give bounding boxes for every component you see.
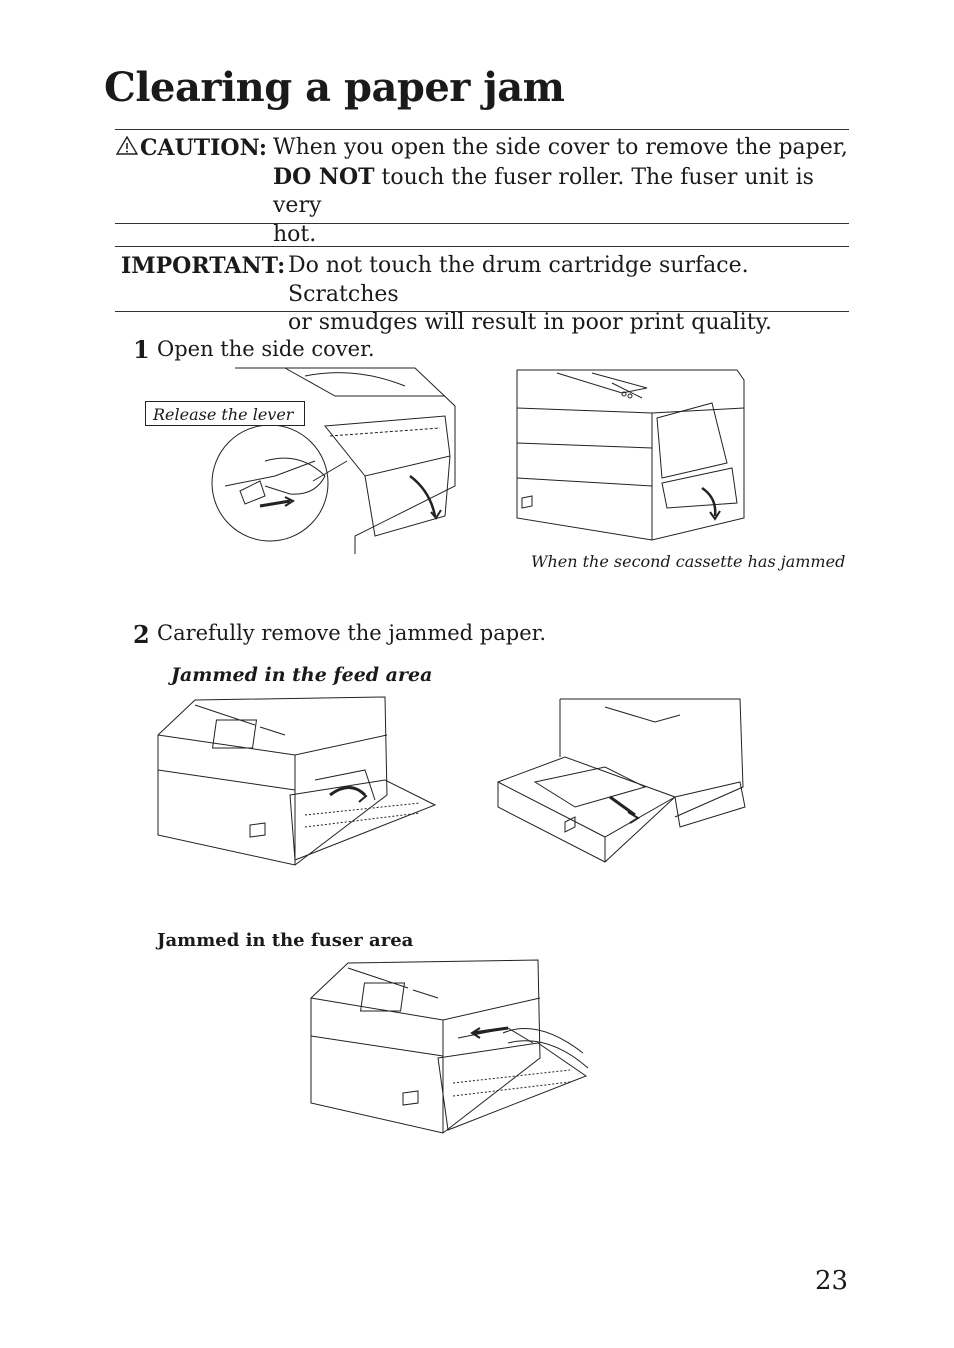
important-bottom-rule	[115, 311, 849, 312]
page-number: 23	[815, 1266, 849, 1296]
caution-top-rule	[115, 129, 849, 130]
caution-line-3: hot.	[273, 221, 317, 247]
illustration-release-lever	[205, 366, 460, 556]
illustration-feed-area-cassette	[495, 697, 750, 867]
caution-label-text: CAUTION:	[140, 135, 268, 161]
caution-line-2-rest: touch the fuser roller. The fuser unit i…	[273, 164, 814, 219]
important-line-1: Do not touch the drum cartridge surface.…	[288, 253, 749, 307]
illustration-fuser-area	[308, 958, 590, 1136]
step-1-number: 1	[133, 335, 150, 364]
caution-text: When you open the side cover to remove t…	[273, 134, 853, 249]
step-2-text: Carefully remove the jammed paper.	[157, 621, 547, 645]
important-line-2: or smudges will result in poor print qua…	[288, 310, 773, 335]
caution-line-1: When you open the side cover to remove t…	[273, 135, 848, 160]
release-lever-callout: Release the lever	[145, 401, 305, 426]
important-top-rule	[115, 246, 849, 247]
caution-label: CAUTION:	[115, 134, 268, 163]
illustration-second-cassette	[512, 368, 752, 543]
page-title: Clearing a paper jam	[104, 64, 565, 111]
step-1-text: Open the side cover.	[157, 337, 375, 361]
feed-area-heading: Jammed in the feed area	[171, 664, 433, 686]
fuser-area-heading: Jammed in the fuser area	[157, 930, 414, 951]
do-not-emphasis: DO NOT	[273, 163, 375, 190]
warning-triangle-icon	[115, 134, 140, 163]
second-cassette-caption: When the second cassette has jammed	[531, 552, 846, 571]
caution-bottom-rule	[115, 223, 849, 224]
illustration-feed-area-cover	[155, 695, 440, 867]
caution-line-2: DO NOT touch the fuser roller. The fuser…	[273, 163, 853, 221]
step-2-number: 2	[133, 620, 150, 649]
important-label: IMPORTANT:	[121, 253, 286, 279]
important-text: Do not touch the drum cartridge surface.…	[288, 252, 848, 338]
